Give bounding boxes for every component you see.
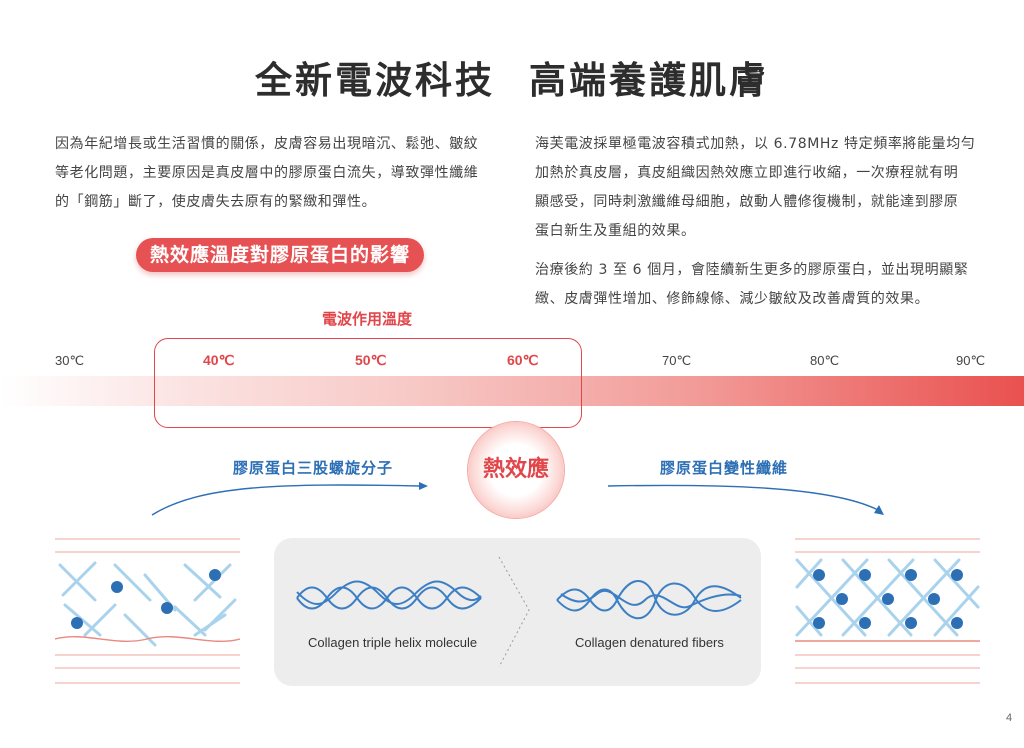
denatured-fiber-icon: [556, 580, 742, 620]
technology-line: 海芙電波採單極電波容積式加熱，以 6.78MHz 特定頻率將能量均勻: [535, 136, 976, 152]
intro-line: 因為年紀增長或生活習慣的關係，皮膚容易出現暗沉、鬆弛、皺紋: [55, 136, 479, 152]
intro-line: 的「鋼筋」斷了，使皮膚失去原有的緊緻和彈性。: [55, 194, 377, 210]
triple-helix-label: 膠原蛋白三股螺旋分子: [233, 459, 394, 477]
technology-line: 顯感受，同時刺激纖維母細胞，啟動人體修復機制，就能達到膠原: [535, 194, 959, 210]
technology-line: 加熱於真皮層，真皮組織因熱效應立即進行收縮，一次療程就有明: [535, 165, 959, 181]
heat-effect-circle: 熱效應: [468, 422, 564, 518]
curved-arrow-icon: [151, 482, 428, 516]
rf-temperature-range-box: [154, 338, 582, 428]
results-paragraph: 治療後約 3 至 6 個月，會陸續新生更多的膠原蛋白，並出現明顯緊 緻、皮膚彈性…: [535, 256, 985, 314]
intro-line: 等老化問題，主要原因是真皮層中的膠原蛋白流失，導致彈性纖維: [55, 165, 479, 181]
temp-label-40: 40℃: [203, 352, 235, 368]
temp-label-60: 60℃: [507, 352, 539, 368]
temp-label-80: 80℃: [810, 353, 840, 368]
temp-label-50: 50℃: [355, 352, 387, 368]
page-number: 4: [1006, 712, 1013, 724]
triple-helix-icon: [296, 580, 482, 610]
intact-collagen-lattice: [55, 538, 240, 684]
caption-denatured-fibers: Collagen denatured fibers: [575, 635, 724, 650]
regenerated-collagen-lattice: [795, 538, 980, 684]
title-part2: 高端養護肌膚: [529, 59, 769, 102]
results-line: 緻、皮膚彈性增加、修飾線條、減少皺紋及改善膚質的效果。: [535, 291, 930, 307]
technology-line: 蛋白新生及重組的效果。: [535, 223, 696, 239]
results-line: 治療後約 3 至 6 個月，會陸續新生更多的膠原蛋白，並出現明顯緊: [535, 262, 969, 278]
temp-label-70: 70℃: [662, 353, 692, 368]
rf-temperature-range-label: 電波作用溫度: [322, 310, 413, 328]
page-title: 全新電波科技高端養護肌膚: [0, 50, 1024, 104]
heat-effect-heading-pill: 熱效應溫度對膠原蛋白的影響: [136, 238, 425, 272]
temp-label-90: 90℃: [956, 353, 986, 368]
curved-arrow-icon: [607, 484, 884, 515]
temp-label-30: 30℃: [55, 353, 85, 368]
temperature-gradient-bar: [0, 376, 1024, 406]
intro-paragraph: 因為年紀增長或生活習慣的關係，皮膚容易出現暗沉、鬆弛、皺紋 等老化問題，主要原因…: [55, 130, 505, 217]
technology-paragraph: 海芙電波採單極電波容積式加熱，以 6.78MHz 特定頻率將能量均勻 加熱於真皮…: [535, 130, 985, 246]
denatured-fiber-label: 膠原蛋白變性纖維: [660, 459, 789, 477]
title-part1: 全新電波科技: [255, 59, 495, 102]
caption-triple-helix: Collagen triple helix molecule: [308, 635, 478, 650]
collagen-comparison-panel: [274, 538, 761, 686]
chevron-right-icon: [498, 556, 530, 668]
